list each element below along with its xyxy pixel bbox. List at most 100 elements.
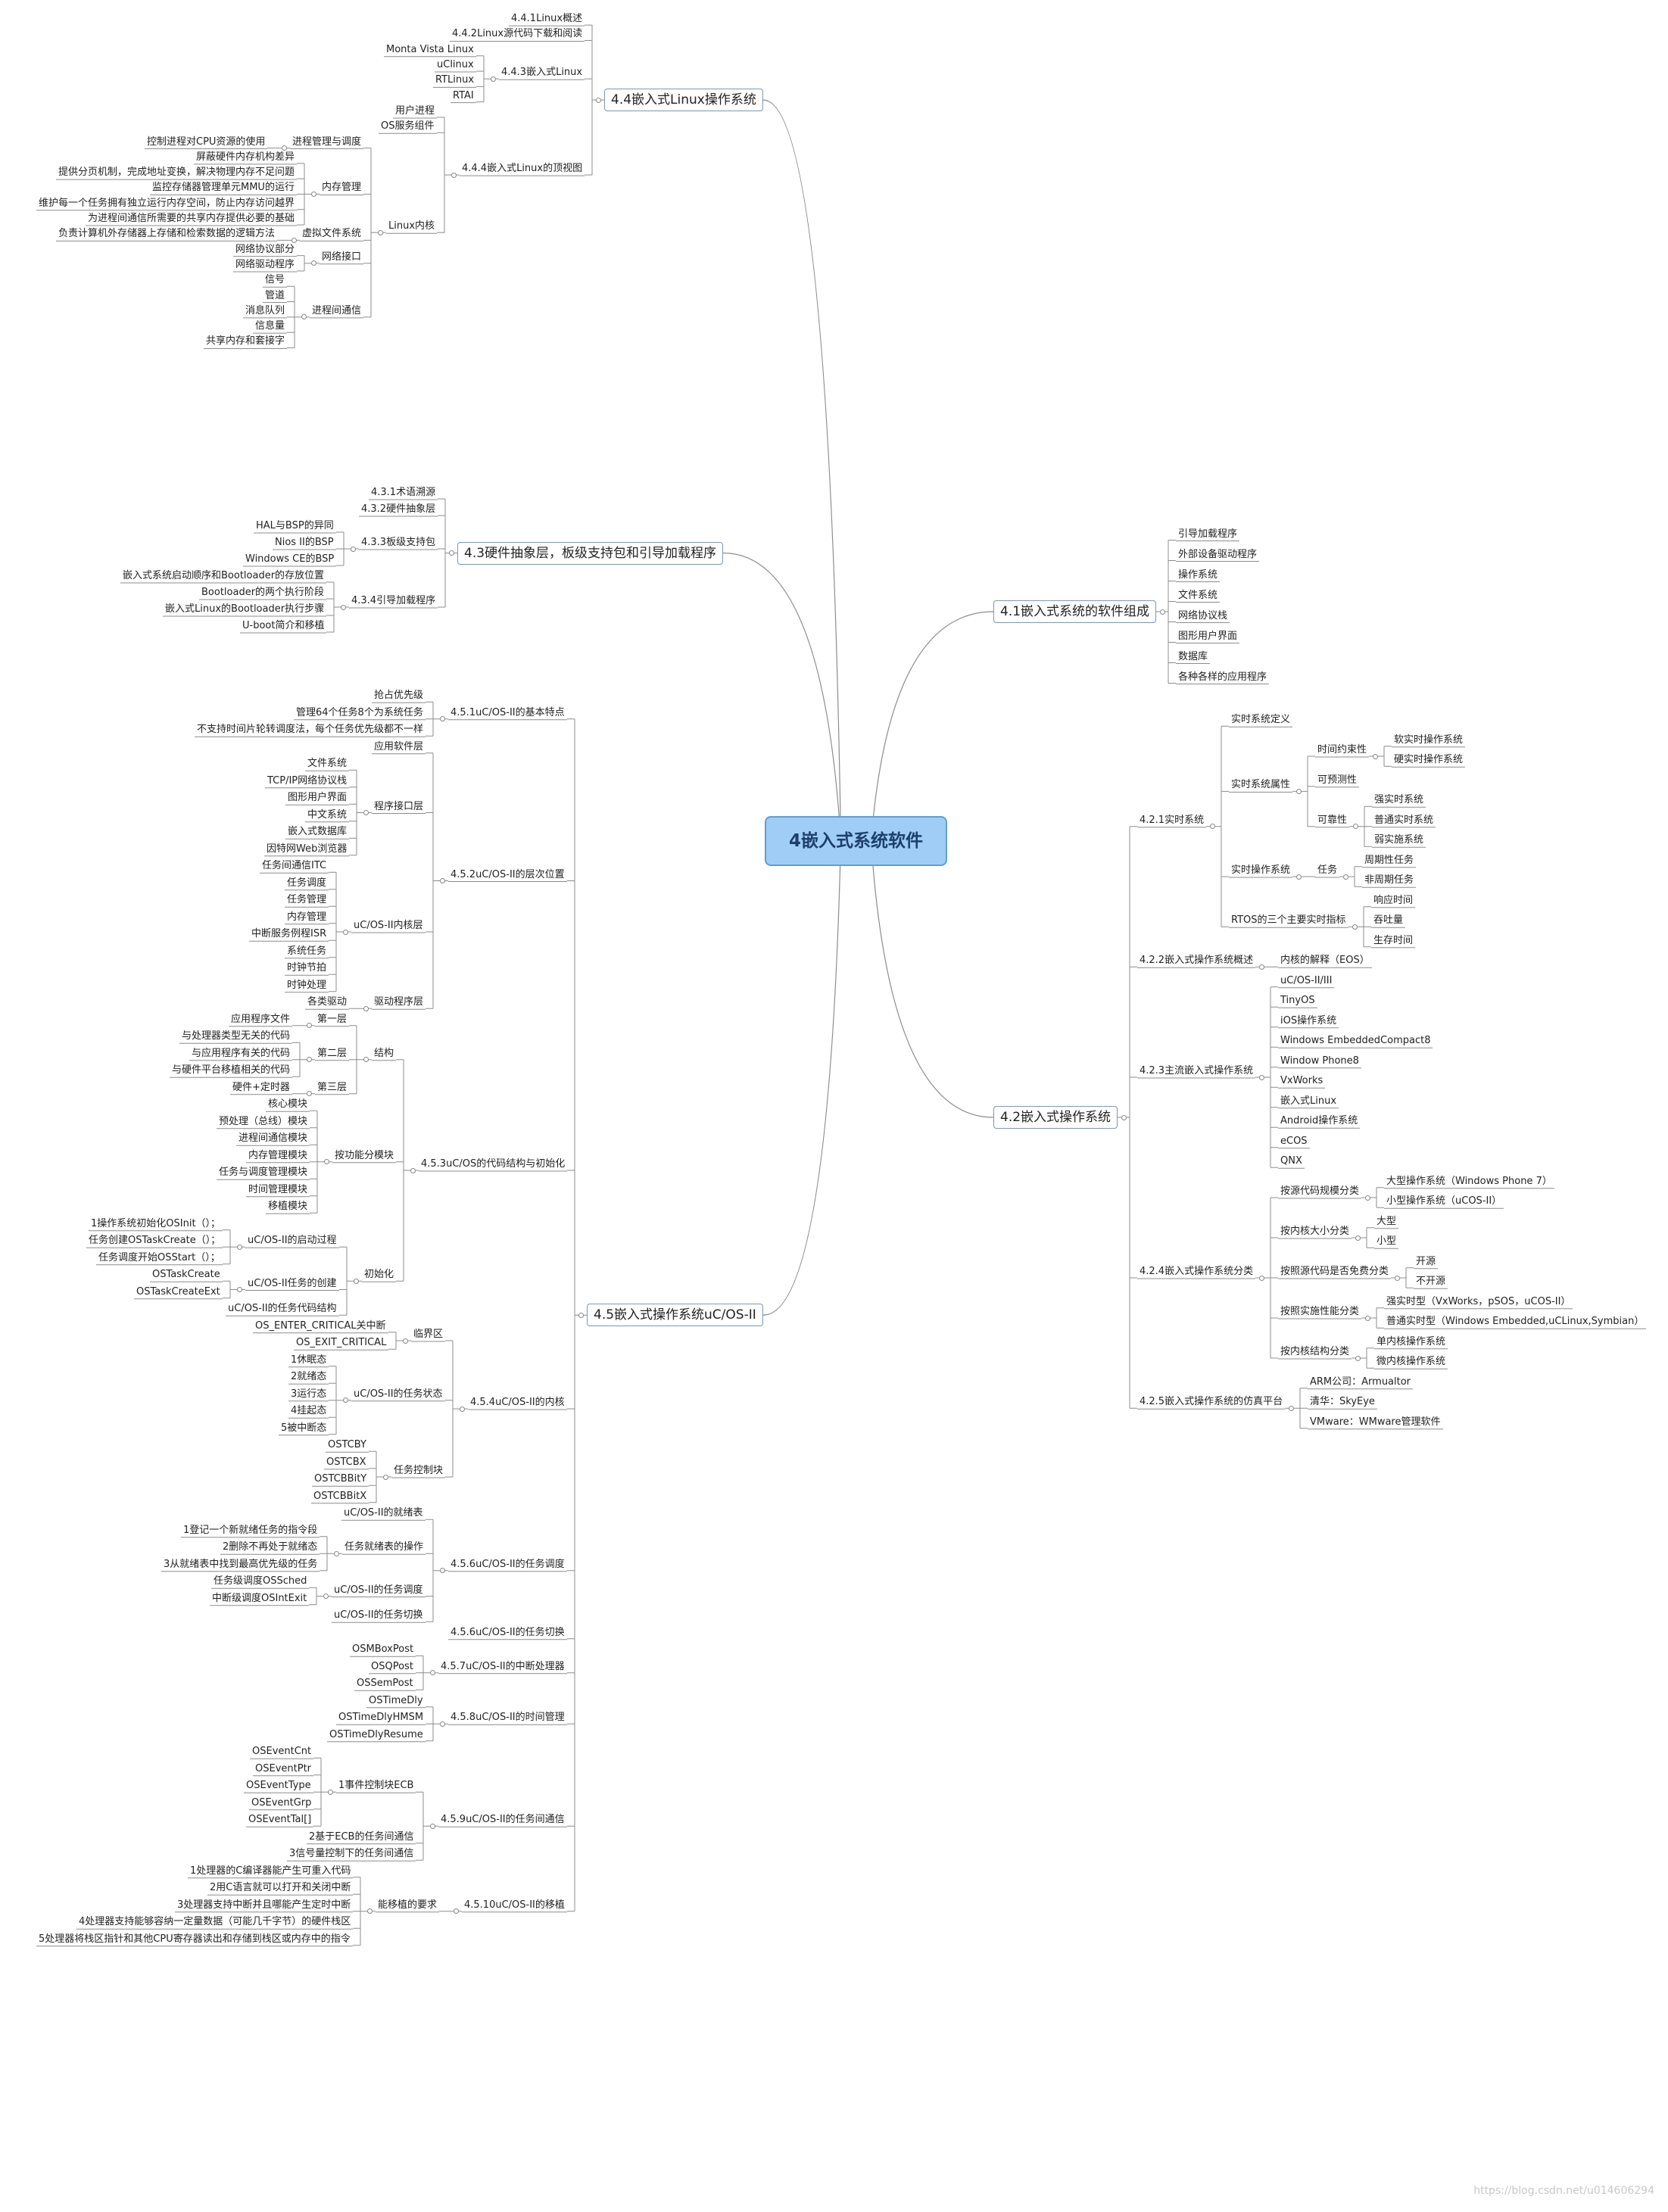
topic-node-d3[interactable]: 管理64个任务8个为系统任务 <box>296 706 423 718</box>
topic-node-d4[interactable]: 2删除不再处于就绪态 <box>223 1541 318 1553</box>
topic-node-d3[interactable]: Android操作系统 <box>1280 1115 1358 1127</box>
topic-node-d4[interactable]: 吞吐量 <box>1373 914 1404 927</box>
topic-node-d4[interactable]: OSEventType <box>246 1780 311 1792</box>
topic-node-d3[interactable]: uC/OS-II的任务调度 <box>334 1584 423 1596</box>
topic-node-d2[interactable]: 4.5.2uC/OS-II的层次位置 <box>451 868 565 880</box>
topic-node-d4[interactable]: 开源 <box>1416 1255 1436 1267</box>
topic-node-d3[interactable]: iOS操作系统 <box>1280 1014 1337 1027</box>
topic-node-d4[interactable]: 任务与调度管理模块 <box>219 1167 308 1179</box>
collapse-toggle-icon[interactable] <box>1295 874 1302 880</box>
topic-node-d5[interactable]: 非周期任务 <box>1364 874 1414 886</box>
collapse-toggle-icon[interactable] <box>377 229 383 235</box>
main-branch-1[interactable]: 4.4嵌入式Linux操作系统 <box>604 89 763 112</box>
topic-node-d4[interactable]: 1登记一个新就绪任务的指令段 <box>183 1524 318 1536</box>
topic-node-d4[interactable]: 图形用户界面 <box>288 792 348 804</box>
topic-node-d4[interactable]: 1休眠态 <box>291 1354 327 1366</box>
topic-node-d2[interactable]: 4.5.7uC/OS-II的中断处理器 <box>441 1660 565 1672</box>
topic-node-d3[interactable]: Bootloader的两个执行阶段 <box>201 587 325 598</box>
topic-node-d2[interactable]: 4.2.1实时系统 <box>1140 814 1205 826</box>
collapse-toggle-icon[interactable] <box>236 1287 242 1292</box>
collapse-toggle-icon[interactable] <box>342 929 348 935</box>
topic-node-d3[interactable]: uClinux <box>437 59 474 71</box>
topic-node-d3[interactable]: uC/OS-II内核层 <box>354 920 423 931</box>
topic-node-d4[interactable]: 文件系统 <box>307 758 348 770</box>
topic-node-d5[interactable]: 应用程序文件 <box>231 1013 291 1025</box>
collapse-toggle-icon[interactable] <box>236 1244 242 1250</box>
collapse-toggle-icon[interactable] <box>1121 1114 1127 1120</box>
topic-node-d4[interactable]: 虚拟文件系统 <box>302 228 362 240</box>
topic-node-d3[interactable]: OSTimeDlyResume <box>329 1728 423 1740</box>
topic-node-d4[interactable]: 单内核操作系统 <box>1376 1335 1446 1347</box>
topic-node-d3[interactable]: 用户进程 <box>395 104 435 117</box>
topic-node-d3[interactable]: OSTimeDly <box>369 1694 423 1706</box>
collapse-toggle-icon[interactable] <box>439 1721 445 1727</box>
topic-node-d4[interactable]: 进程间通信模块 <box>239 1132 308 1145</box>
topic-node-d4[interactable]: 进程间通信 <box>312 304 362 316</box>
topic-node-d3[interactable]: OS服务组件 <box>381 120 435 132</box>
topic-node-d3[interactable]: 按源代码规模分类 <box>1280 1185 1360 1197</box>
collapse-toggle-icon[interactable] <box>306 1023 312 1029</box>
collapse-toggle-icon[interactable] <box>353 1278 359 1284</box>
collapse-toggle-icon[interactable] <box>1355 1355 1361 1361</box>
topic-node-d5[interactable]: 提供分页机制，完成地址变换，解决物理内存不足问题 <box>58 167 295 179</box>
topic-node-d2[interactable]: 4.5.3uC/OS的代码结构与初始化 <box>421 1158 566 1170</box>
topic-node-d5[interactable]: 硬件+定时器 <box>232 1081 290 1093</box>
topic-node-d3[interactable]: Linux内核 <box>388 220 435 232</box>
central-topic[interactable]: 4嵌入式系统软件 <box>765 816 948 866</box>
topic-node-d5[interactable]: OSTaskCreateExt <box>136 1285 220 1298</box>
topic-node-d5[interactable]: OSTaskCreate <box>152 1269 220 1281</box>
topic-node-d3[interactable]: OSQPost <box>371 1660 413 1672</box>
topic-node-d4[interactable]: 内存管理 <box>287 911 327 923</box>
collapse-toggle-icon[interactable] <box>342 1397 348 1404</box>
collapse-toggle-icon[interactable] <box>1342 874 1348 880</box>
topic-node-d3[interactable]: 应用软件层 <box>374 740 424 752</box>
topic-node-d2[interactable]: 数据库 <box>1178 650 1208 662</box>
topic-node-d3[interactable]: 驱动程序层 <box>374 996 424 1008</box>
topic-node-d3[interactable]: 实时操作系统 <box>1231 865 1291 876</box>
main-branch-3[interactable]: 4.5嵌入式操作系统uC/OS-II <box>587 1304 763 1327</box>
topic-node-d3[interactable]: OSMBoxPost <box>352 1643 414 1656</box>
topic-node-d5[interactable]: 1操作系统初始化OSInit（）； <box>91 1217 221 1229</box>
collapse-toggle-icon[interactable] <box>1372 753 1378 759</box>
main-branch-4[interactable]: 4.1嵌入式系统的软件组成 <box>993 600 1157 623</box>
topic-node-d3[interactable]: 按内核结构分类 <box>1280 1346 1350 1357</box>
topic-node-d2[interactable]: 4.4.4嵌入式Linux的顶视图 <box>462 163 583 175</box>
topic-node-d2[interactable]: 4.3.1术语溯源 <box>371 487 436 498</box>
topic-node-d4[interactable]: 嵌入式数据库 <box>288 826 348 838</box>
collapse-toggle-icon[interactable] <box>333 1550 339 1556</box>
topic-node-d5[interactable]: 监控存储器管理单元MMU的运行 <box>152 182 295 194</box>
topic-node-d2[interactable]: 4.5.1uC/OS-II的基本特点 <box>451 706 565 718</box>
topic-node-d4[interactable]: 微内核操作系统 <box>1376 1356 1446 1368</box>
topic-node-d3[interactable]: 临界区 <box>413 1329 444 1340</box>
topic-node-d5[interactable]: 软实时操作系统 <box>1394 734 1464 746</box>
topic-node-d3[interactable]: 不支持时间片轮转调度法，每个任务优先级都不一样 <box>197 724 424 736</box>
topic-node-d3[interactable]: OSSemPost <box>357 1678 413 1690</box>
topic-node-d2[interactable]: 4.4.2Linux源代码下载和阅读 <box>452 28 583 40</box>
topic-node-d3[interactable]: VMware：WMware管理软件 <box>1310 1416 1441 1428</box>
collapse-toggle-icon[interactable] <box>459 1406 465 1412</box>
topic-node-d3[interactable]: Windows EmbeddedCompact8 <box>1280 1035 1431 1047</box>
topic-node-d4[interactable]: 第三层 <box>317 1081 348 1093</box>
topic-node-d5[interactable]: 与应用程序有关的代码 <box>192 1047 291 1059</box>
topic-node-d2[interactable]: 4.3.3板级支持包 <box>361 537 436 548</box>
topic-node-d3[interactable]: ARM公司：Armualtor <box>1310 1375 1411 1388</box>
topic-node-d4[interactable]: 3处理器支持中断并且哪能产生定时中断 <box>177 1899 351 1911</box>
topic-node-d4[interactable]: uC/OS-II的任务代码结构 <box>228 1303 337 1315</box>
topic-node-d3[interactable]: 内核的解释（EOS） <box>1280 955 1370 967</box>
topic-node-d2[interactable]: 4.2.2嵌入式操作系统概述 <box>1140 955 1254 967</box>
topic-node-d5[interactable]: 屏蔽硬件内存机构差异 <box>196 151 295 163</box>
topic-node-d4[interactable]: OSTCBX <box>326 1456 366 1468</box>
topic-node-d4[interactable]: 4挂起态 <box>291 1405 327 1417</box>
topic-node-d4[interactable]: 小型 <box>1376 1235 1397 1248</box>
topic-node-d5[interactable]: 与处理器类型无关的代码 <box>182 1030 291 1042</box>
topic-node-d2[interactable]: 4.5.4uC/OS-II的内核 <box>470 1397 565 1408</box>
topic-node-d3[interactable]: 初始化 <box>364 1269 394 1281</box>
collapse-toggle-icon[interactable] <box>439 878 445 883</box>
topic-node-d5[interactable]: 信息量 <box>255 320 285 332</box>
topic-node-d3[interactable]: uC/OS-II/III <box>1280 974 1333 986</box>
collapse-toggle-icon[interactable] <box>439 1568 445 1574</box>
topic-node-d4[interactable]: OSEventTal[] <box>248 1814 312 1826</box>
topic-node-d4[interactable]: 任务调度 <box>287 877 327 889</box>
collapse-toggle-icon[interactable] <box>310 191 316 197</box>
collapse-toggle-icon[interactable] <box>281 145 287 151</box>
